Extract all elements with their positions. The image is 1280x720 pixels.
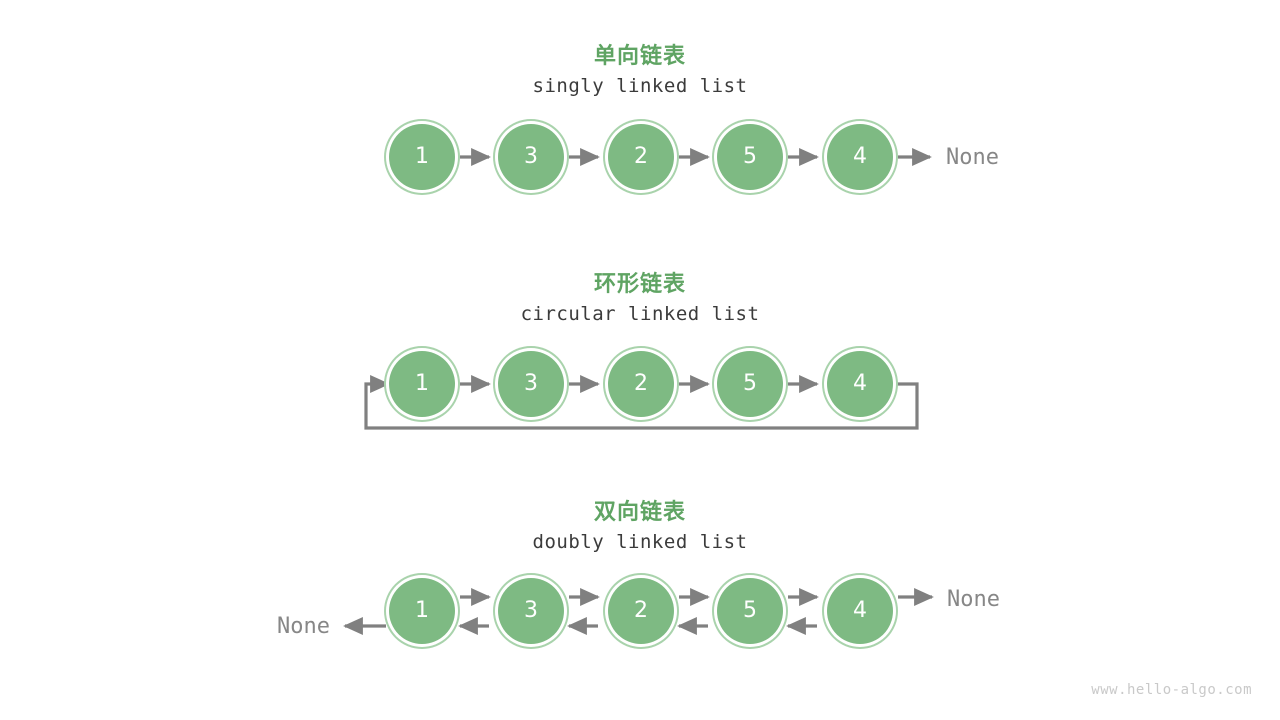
list-node[interactable]: 4	[827, 124, 893, 190]
list-node[interactable]: 1	[389, 578, 455, 644]
list-node[interactable]: 2	[608, 124, 674, 190]
list-node[interactable]: 5	[717, 124, 783, 190]
singly-title-en: singly linked list	[532, 75, 748, 97]
singly-tail-none-label: None	[946, 145, 999, 170]
singly-title-cn: 单向链表	[593, 44, 686, 69]
node-value: 4	[853, 371, 867, 396]
list-node[interactable]: 3	[498, 124, 564, 190]
list-node[interactable]: 1	[389, 351, 455, 417]
list-node[interactable]: 2	[608, 351, 674, 417]
doubly-title-cn: 双向链表	[593, 500, 686, 525]
node-value: 2	[634, 598, 648, 623]
doubly-head-none-label: None	[277, 614, 330, 639]
list-node[interactable]: 5	[717, 351, 783, 417]
list-node[interactable]: 5	[717, 578, 783, 644]
node-value: 1	[415, 144, 429, 169]
list-node[interactable]: 2	[608, 578, 674, 644]
node-value: 5	[743, 598, 757, 623]
node-value: 3	[524, 598, 538, 623]
circular-loopback-path	[364, 375, 919, 430]
node-value: 4	[853, 144, 867, 169]
node-value: 3	[524, 144, 538, 169]
list-node[interactable]: 4	[827, 351, 893, 417]
node-value: 5	[743, 144, 757, 169]
list-node[interactable]: 3	[498, 351, 564, 417]
circular-arrows	[364, 375, 919, 430]
circular-title-en: circular linked list	[520, 303, 760, 325]
node-value: 1	[415, 598, 429, 623]
list-node[interactable]: 1	[389, 124, 455, 190]
node-value: 2	[634, 371, 648, 396]
doubly-arrows	[343, 588, 934, 635]
doubly-title-en: doubly linked list	[532, 531, 748, 553]
node-value: 3	[524, 371, 538, 396]
node-value: 2	[634, 144, 648, 169]
node-value: 1	[415, 371, 429, 396]
list-node[interactable]: 4	[827, 578, 893, 644]
list-node[interactable]: 3	[498, 578, 564, 644]
circular-title-cn: 环形链表	[593, 272, 686, 297]
node-value: 4	[853, 598, 867, 623]
doubly-tail-none-label: None	[947, 587, 1000, 612]
node-value: 5	[743, 371, 757, 396]
watermark: www.hello-algo.com	[1091, 682, 1252, 698]
